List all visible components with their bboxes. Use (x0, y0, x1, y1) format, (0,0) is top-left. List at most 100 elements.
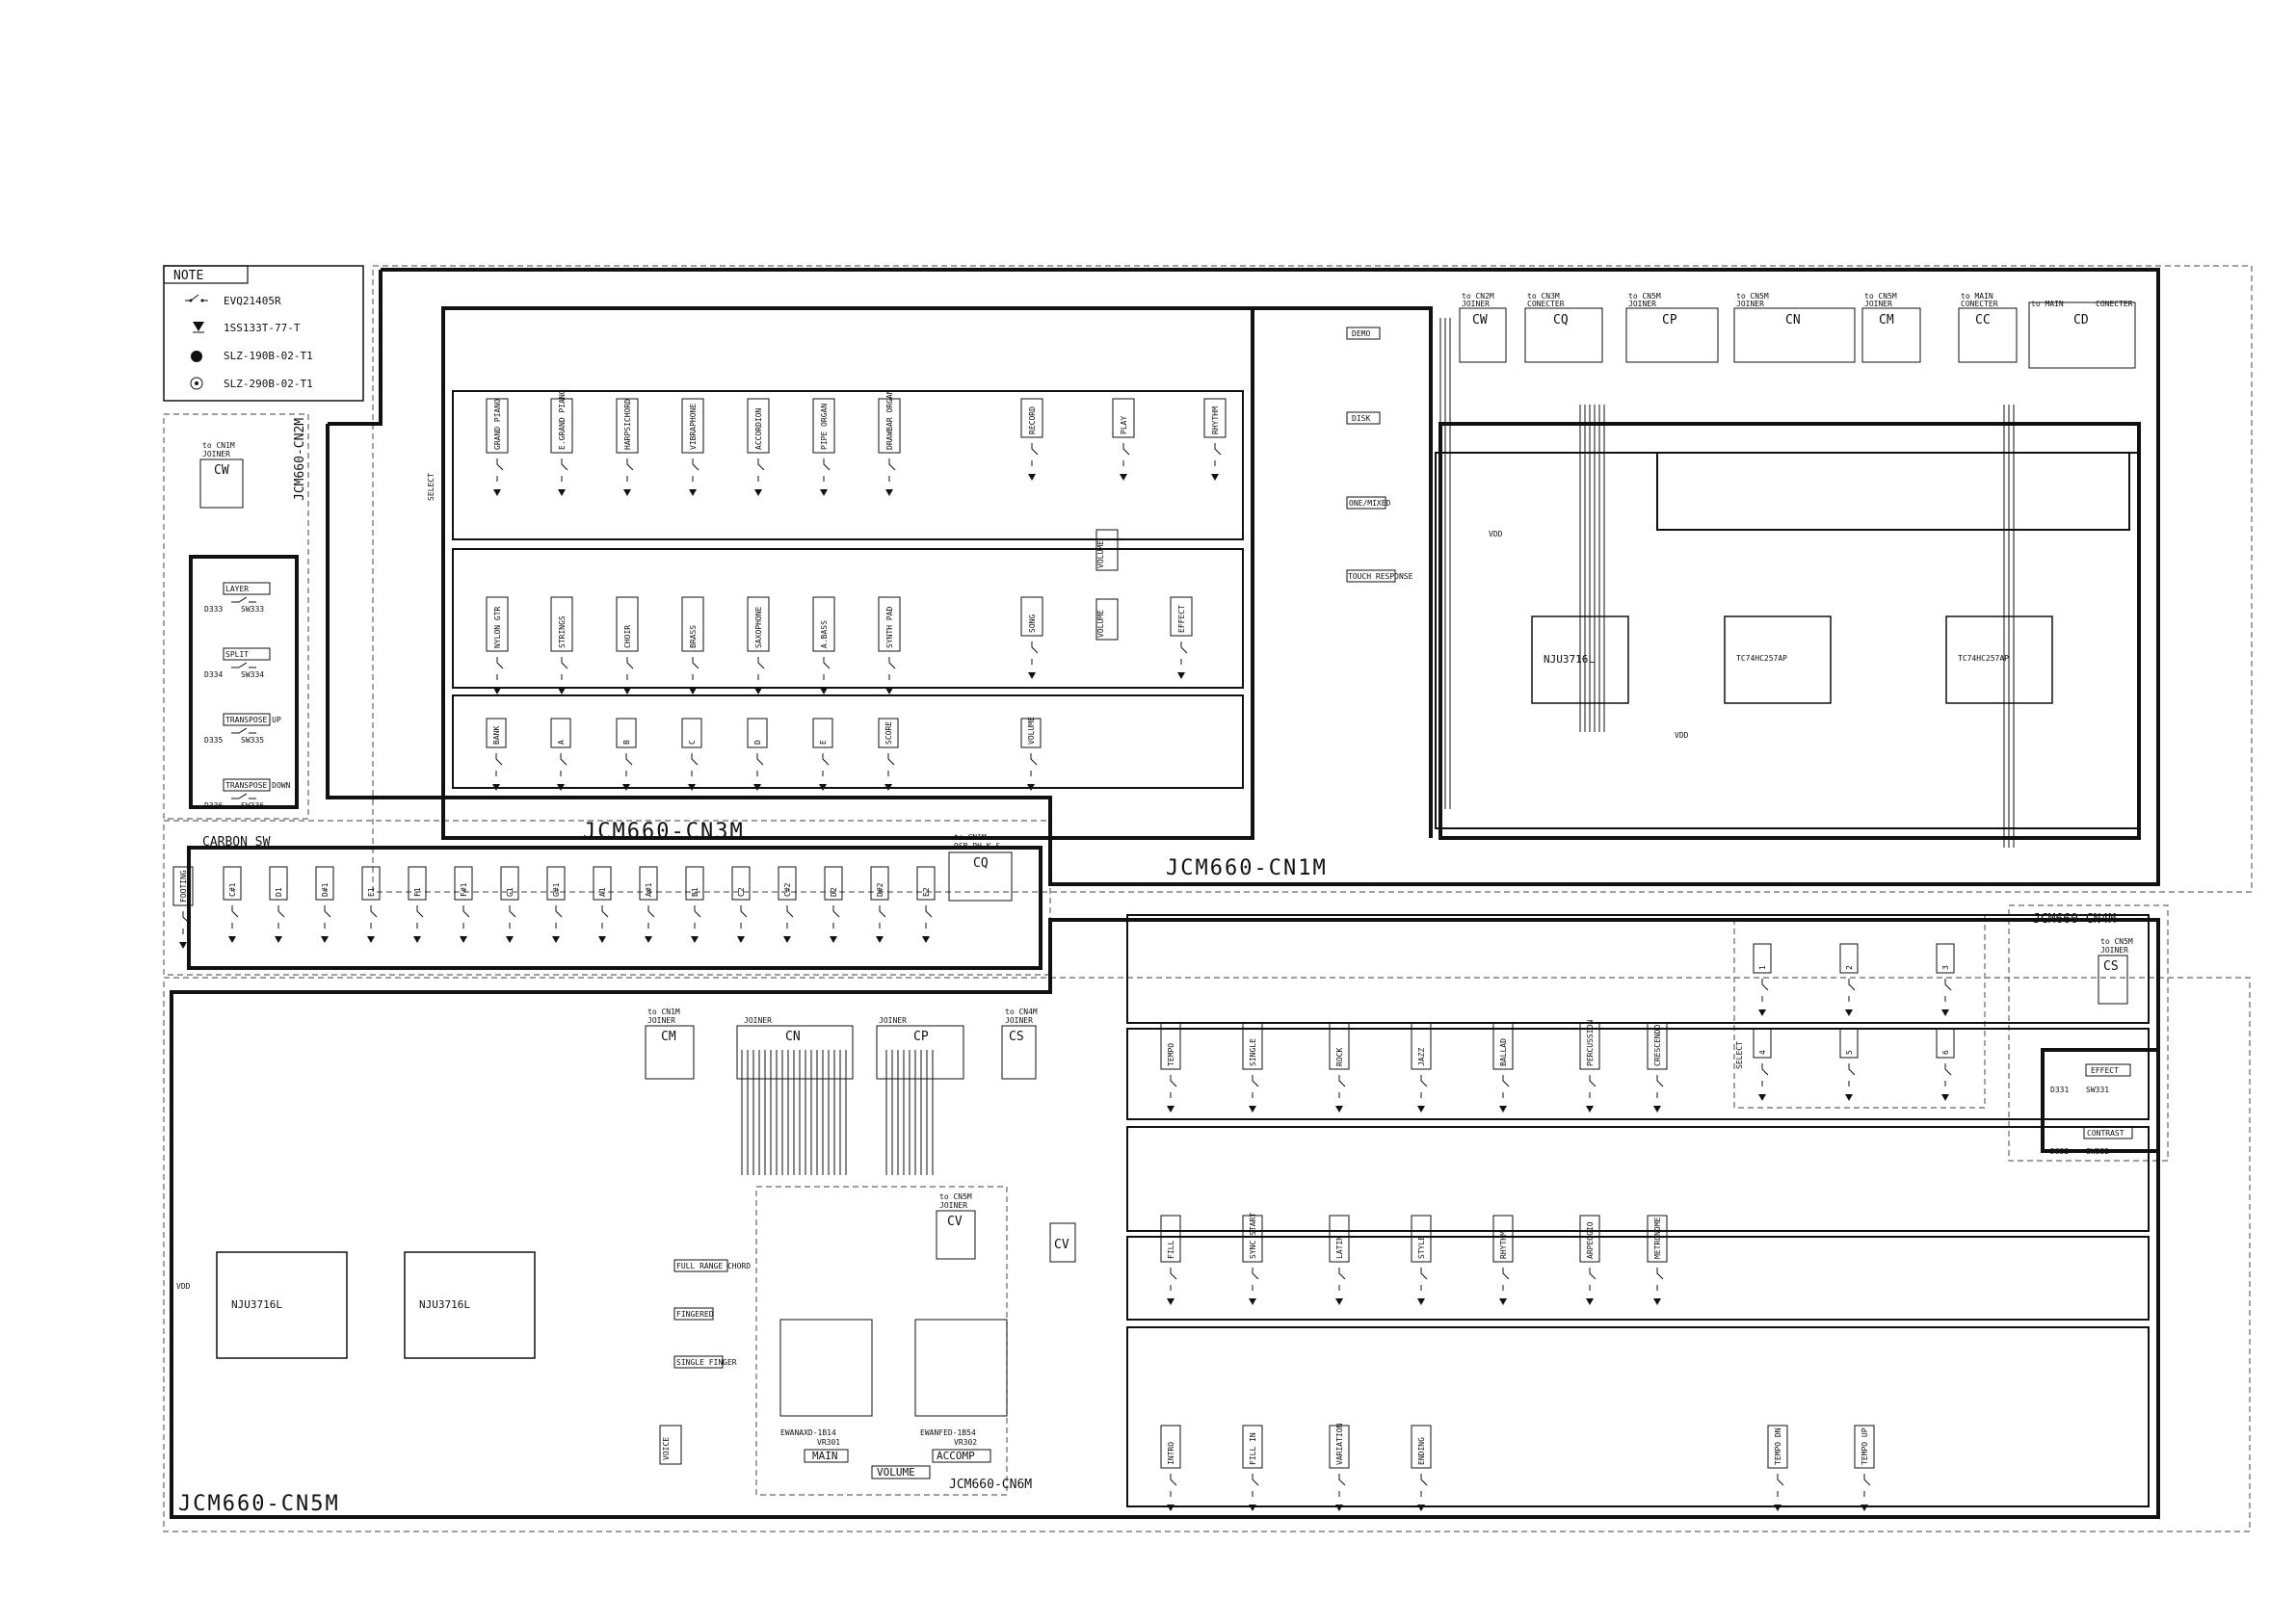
cn2m-panel: to CN1M JOINER CW LAYERSW333D333SPLITSW3… (199, 441, 291, 810)
voice-button: HARPSICHORD (616, 398, 639, 496)
svg-text:DEMO: DEMO (1352, 329, 1370, 338)
svg-text:JOINER: JOINER (1462, 300, 1490, 308)
svg-text:JOINER: JOINER (1628, 300, 1656, 308)
svg-text:CONECTER: CONECTER (1961, 300, 1998, 308)
svg-text:2: 2 (1845, 965, 1854, 970)
svg-text:DRAWBAR ORGAN: DRAWBAR ORGAN (885, 389, 894, 450)
led-single-finger: SINGLE FINGER (676, 1358, 737, 1367)
board-label-cn3m: JCM660-CN3M (583, 820, 745, 844)
bank-button: B (616, 718, 637, 791)
svg-text:A#1: A#1 (645, 882, 653, 897)
voice-button: ACCORDION (747, 398, 770, 496)
voice-button: SAXOPHONE (747, 596, 770, 694)
cn1m-connectors: to CN2M JOINER CW to CN3M CONECTER CQ to… (1459, 292, 2136, 369)
svg-text:A1: A1 (598, 887, 607, 897)
svg-text:TRANSPOSE DOWN: TRANSPOSE DOWN (225, 781, 291, 790)
carbon-key: F1 (408, 866, 427, 943)
svg-text:to CN2M: to CN2M (1462, 292, 1494, 301)
svg-text:FOOTING: FOOTING (179, 870, 188, 903)
bank-button: SCORE (878, 718, 899, 791)
svg-text:F#1: F#1 (460, 882, 468, 897)
select-group-label: SELECT (1735, 1041, 1744, 1069)
svg-text:C#2: C#2 (783, 882, 792, 897)
svg-text:3: 3 (1941, 965, 1950, 970)
note-title: NOTE (173, 269, 203, 283)
svg-text:STRINGS: STRINGS (558, 615, 567, 648)
svg-text:SYNC START: SYNC START (1249, 1213, 1257, 1259)
led-fingered: FINGERED (676, 1310, 714, 1319)
svg-text:to CN5M: to CN5M (1736, 292, 1769, 301)
svg-text:LATIN: LATIN (1335, 1236, 1344, 1259)
cn5m-button: SYNC START (1242, 1213, 1263, 1305)
note-box: NOTE EVQ21405R 1SS133T-77-T SLZ-190B-02-… (163, 265, 364, 402)
svg-text:PIPE ORGAN: PIPE ORGAN (820, 404, 829, 450)
svg-text:to CN5M: to CN5M (2100, 937, 2133, 946)
svg-text:CHOIR: CHOIR (623, 625, 632, 648)
svg-text:D: D (753, 740, 762, 745)
carbon-key: G1 (500, 866, 519, 943)
cn5m-button: FILL IN (1242, 1425, 1263, 1511)
carbon-key: D2 (824, 866, 843, 943)
svg-text:VDD: VDD (1675, 731, 1689, 740)
function-button: PLAY (1112, 398, 1135, 481)
svg-text:D#2: D#2 (876, 882, 884, 897)
svg-text:SONG: SONG (1028, 615, 1037, 633)
cn5m-panel: to CN1M JOINER CM JOINER CN JOINER CP to… (176, 943, 1955, 1511)
svg-text:to CN5M: to CN5M (1628, 292, 1661, 301)
svg-text:NYLON GTR: NYLON GTR (493, 606, 502, 648)
legend-part-4: SLZ-290B-02-T1 (224, 378, 313, 390)
svg-text:ENDING: ENDING (1417, 1437, 1426, 1465)
svg-text:to MAIN: to MAIN (2031, 300, 2064, 308)
svg-text:CV: CV (947, 1215, 963, 1229)
svg-text:CW: CW (1472, 313, 1488, 327)
svg-text:CONECTER: CONECTER (1527, 300, 1565, 308)
svg-text:BALLAD: BALLAD (1499, 1038, 1508, 1066)
voice-button: PIPE ORGAN (812, 398, 835, 496)
svg-text:C2: C2 (737, 887, 746, 897)
voice-button: BRASS (681, 596, 704, 694)
function-button: RECORD (1020, 398, 1043, 481)
svg-text:SW332: SW332 (2086, 1147, 2109, 1156)
svg-text:EFFECT: EFFECT (1177, 605, 1186, 633)
cn5m-button: TEMPO UP (1854, 1425, 1875, 1511)
svg-text:TEMPO DN: TEMPO DN (1774, 1427, 1782, 1465)
connector-cd: to MAIN CONECTER CD (2028, 300, 2136, 369)
cn5m-button: JAZZ (1411, 1022, 1432, 1113)
carbon-key: FOOTING (172, 866, 194, 949)
svg-text:D1: D1 (275, 887, 283, 897)
voice-button: NYLON GTR (486, 596, 509, 694)
legend-switch-icon (185, 294, 208, 302)
svg-text:D331: D331 (2050, 1086, 2069, 1094)
connector-cw: to CN2M JOINER CW (1459, 292, 1507, 363)
cn5m-button: CRESCENDO (1647, 1022, 1668, 1113)
svg-text:CN: CN (1785, 313, 1801, 327)
svg-text:VOLUME: VOLUME (1027, 717, 1036, 745)
cn5m-button: BALLAD (1492, 1022, 1514, 1113)
svg-text:ARPEGGIO: ARPEGGIO (1586, 1221, 1595, 1259)
svg-text:CQ: CQ (973, 856, 989, 871)
svg-text:TEMPO UP: TEMPO UP (1861, 1427, 1869, 1465)
svg-text:A.BASS: A.BASS (820, 620, 829, 648)
svg-text:D335: D335 (204, 736, 223, 745)
bank-button: D (747, 718, 768, 791)
main-volume-label: MAIN (812, 1450, 838, 1462)
board-label-cn4m: JCM660-CN4M (2033, 912, 2116, 927)
svg-text:CS: CS (2103, 959, 2119, 974)
svg-text:G1: G1 (506, 887, 515, 897)
svg-text:D#1: D#1 (321, 882, 330, 897)
led-full-range-chord: FULL RANGE CHORD (676, 1262, 751, 1270)
legend-part-3: SLZ-190B-02-T1 (224, 350, 313, 362)
carbon-key: C2 (731, 866, 751, 943)
select-key: 2 (1839, 943, 1859, 1016)
cn5m-button: METRONOME (1647, 1215, 1668, 1305)
connector-cp: to CN5M JOINER CP (1625, 292, 1719, 363)
svg-text:RECORD: RECORD (1028, 406, 1037, 434)
svg-text:CRESCENDO: CRESCENDO (1653, 1024, 1662, 1066)
svg-text:CONECTER: CONECTER (2096, 300, 2133, 308)
svg-text:TEMPO: TEMPO (1167, 1043, 1175, 1066)
svg-text:D2: D2 (830, 887, 838, 897)
volume-group-label: VOLUME (877, 1466, 915, 1479)
carbon-key: C#1 (223, 866, 242, 943)
